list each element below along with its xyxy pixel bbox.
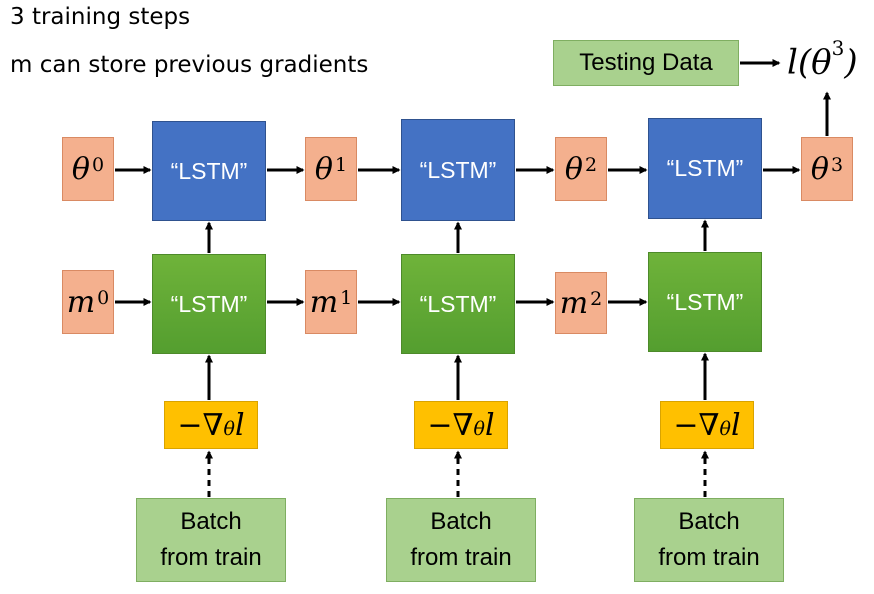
loss-label: l(θ3) — [787, 36, 858, 83]
note-m-stores-gradients: m can store previous gradients — [10, 52, 369, 78]
note-training-steps: 3 training steps — [10, 4, 191, 30]
lstm-m-step-1: “LSTM” — [152, 254, 266, 354]
lstm-theta-step-2: “LSTM” — [401, 119, 515, 221]
lstm-m-step-2: “LSTM” — [401, 254, 515, 354]
testing-data-box: Testing Data — [553, 40, 739, 86]
lstm-theta-step-3: “LSTM” — [648, 118, 762, 219]
lstm-m-step-3: “LSTM” — [648, 252, 762, 352]
lstm-theta-step-1: “LSTM” — [152, 121, 266, 221]
